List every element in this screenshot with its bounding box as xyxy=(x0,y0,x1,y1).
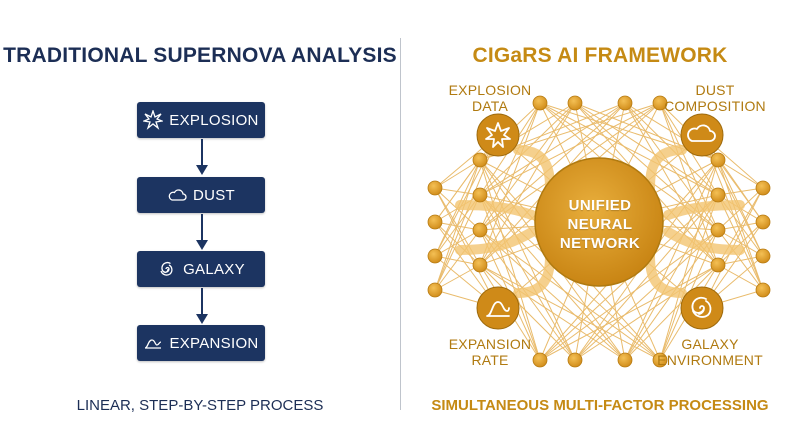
network-node xyxy=(652,352,668,368)
network-node xyxy=(710,187,726,203)
network-node xyxy=(755,282,771,298)
network-node xyxy=(472,152,488,168)
step-expansion: EXPANSION xyxy=(137,325,265,361)
network-node xyxy=(755,180,771,196)
traditional-panel: TRADITIONAL SUPERNOVA ANALYSIS EXPLOSION… xyxy=(3,44,397,414)
traditional-title: TRADITIONAL SUPERNOVA ANALYSIS xyxy=(3,44,397,67)
flow-arrow xyxy=(455,200,537,220)
flow-arrow xyxy=(663,227,745,255)
wave-icon xyxy=(486,301,510,317)
wave-icon xyxy=(143,333,163,353)
network-node xyxy=(532,352,548,368)
network-node xyxy=(617,95,633,111)
spiral-galaxy-icon xyxy=(157,259,177,279)
flow-arrow xyxy=(196,288,208,324)
cloud-icon xyxy=(687,124,716,142)
step-dust: DUST xyxy=(137,177,265,213)
flow-arrow xyxy=(196,139,208,175)
network-node xyxy=(472,187,488,203)
network-node xyxy=(652,95,668,111)
input-node xyxy=(476,286,520,330)
flow-arrow xyxy=(455,227,537,255)
spiral-galaxy-icon xyxy=(691,296,712,318)
network-node xyxy=(617,352,633,368)
network-node xyxy=(710,152,726,168)
network-node xyxy=(567,95,583,111)
step-label: DUST xyxy=(192,186,236,204)
network-node xyxy=(532,95,548,111)
network-node xyxy=(427,282,443,298)
panel-divider xyxy=(400,38,401,410)
network-node xyxy=(427,248,443,264)
cigars-title: CIGaRS AI FRAMEWORK xyxy=(472,44,728,67)
starburst-icon xyxy=(143,110,164,130)
network-node xyxy=(710,257,726,273)
cigars-caption: SIMULTANEOUS MULTI-FACTOR PROCESSING xyxy=(431,397,769,414)
step-explosion: EXPLOSION xyxy=(137,102,265,138)
flow-arrow xyxy=(663,200,745,220)
starburst-icon xyxy=(485,122,511,148)
step-label: EXPLOSION xyxy=(169,111,259,129)
network-node xyxy=(755,248,771,264)
network-node xyxy=(427,180,443,196)
input-node xyxy=(680,286,724,330)
traditional-caption: LINEAR, STEP-BY-STEP PROCESS xyxy=(76,397,324,414)
step-label: EXPANSION xyxy=(169,334,259,352)
network-node xyxy=(472,222,488,238)
network-node xyxy=(755,214,771,230)
input-node xyxy=(476,113,520,157)
network-node xyxy=(427,214,443,230)
unified-network-node xyxy=(534,157,664,287)
flow-arrow xyxy=(196,214,208,250)
input-node xyxy=(680,113,724,157)
network-node xyxy=(472,257,488,273)
unified-network-label: UNIFIED NEURAL NETWORK xyxy=(559,197,641,252)
cigars-panel: CIGaRS AI FRAMEWORK UNIFIED NEURAL NETWO… xyxy=(400,0,800,447)
step-label: GALAXY xyxy=(183,260,245,278)
network-node xyxy=(710,222,726,238)
network-node xyxy=(567,352,583,368)
neural-network-diagram xyxy=(427,95,771,368)
step-galaxy: GALAXY xyxy=(137,251,265,287)
cloud-icon xyxy=(167,185,187,205)
